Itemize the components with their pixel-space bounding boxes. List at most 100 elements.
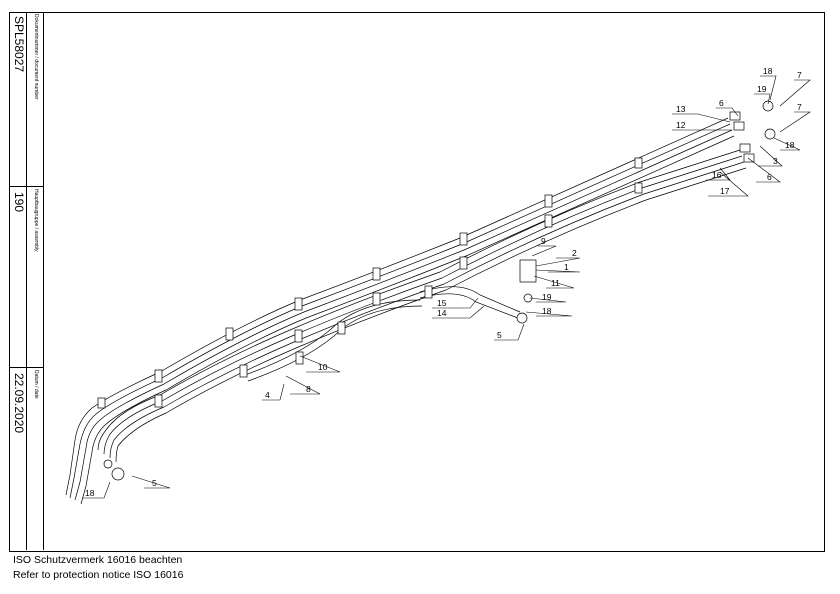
hose-line	[80, 135, 735, 505]
leader-line	[747, 157, 781, 183]
clamp	[544, 214, 553, 228]
leader-line	[531, 245, 557, 257]
leader-line	[779, 111, 811, 133]
hose-line	[69, 123, 731, 499]
clamp	[97, 397, 106, 409]
leader-line	[533, 275, 575, 289]
clamps	[97, 157, 643, 409]
hose-line	[97, 149, 741, 451]
callout-label: 15	[437, 298, 447, 308]
clamp	[634, 157, 643, 169]
fitting	[733, 121, 745, 131]
callout-label: 5	[152, 478, 157, 488]
fitting	[729, 111, 741, 121]
leader-line	[535, 257, 581, 267]
clamp	[239, 364, 248, 378]
leader-line	[779, 79, 811, 107]
fitting	[743, 153, 755, 163]
title-block: Dokumentnummer / document number SPL5802…	[9, 12, 44, 550]
clamp	[295, 351, 304, 365]
clamp	[372, 267, 381, 281]
leader-line	[131, 475, 171, 489]
callout-label: 18	[763, 66, 773, 76]
clamp	[154, 369, 163, 383]
callout-label: 16	[712, 170, 722, 180]
leader-line	[773, 137, 801, 151]
leader-line	[432, 297, 479, 309]
leader-line	[82, 481, 111, 499]
hose-line	[115, 167, 747, 463]
clamp	[372, 292, 381, 306]
callout-label: 5	[497, 330, 502, 340]
leader-line	[708, 171, 749, 197]
leader-line	[535, 269, 581, 273]
hose-line	[74, 129, 733, 501]
callout-label: 6	[767, 172, 772, 182]
leader-line	[754, 93, 771, 105]
hose-line	[109, 161, 745, 459]
hose-line	[103, 155, 743, 455]
leader-line	[432, 305, 485, 319]
leader-line	[285, 375, 321, 395]
callout-label: 10	[318, 362, 328, 372]
callout-label: 8	[306, 384, 311, 394]
fitting	[111, 467, 125, 481]
callout-label: 17	[720, 186, 730, 196]
protection-notice-en: Refer to protection notice ISO 16016	[13, 569, 184, 581]
hose-line	[65, 117, 729, 496]
callout-labels: 18 19 7 6 13 12 7 3 18 6 16 17 9 2 1 11 …	[85, 66, 802, 498]
leader-line	[525, 311, 573, 317]
clamp	[294, 329, 303, 343]
title-block-separator	[9, 186, 43, 187]
callout-label: 18	[785, 140, 795, 150]
drawing-frame	[9, 12, 825, 552]
leader-line	[760, 75, 777, 101]
clamp	[337, 321, 346, 335]
hose-line	[244, 299, 421, 376]
clamp	[634, 182, 643, 194]
callout-label: 6	[719, 98, 724, 108]
callout-label: 2	[572, 248, 577, 258]
hose-line	[419, 293, 519, 319]
hose-lines	[65, 117, 747, 505]
callout-label: 9	[541, 236, 546, 246]
callout-label: 3	[773, 156, 778, 166]
leader-line	[262, 383, 285, 401]
callout-label: 12	[676, 120, 686, 130]
clamp	[459, 232, 468, 246]
fitting	[103, 459, 113, 469]
clamp	[544, 194, 553, 208]
leader-line	[529, 297, 567, 303]
callout-label: 11	[551, 278, 560, 288]
callout-label: 18	[85, 488, 95, 498]
title-block-separator	[9, 367, 43, 368]
hose-line	[247, 305, 423, 382]
clamp	[294, 297, 303, 311]
title-block-divider	[26, 12, 27, 550]
clamp	[459, 256, 468, 270]
valve-block	[519, 259, 537, 283]
fittings	[103, 100, 776, 481]
callout-label: 4	[265, 390, 270, 400]
leader-line	[716, 107, 739, 117]
leader-line	[758, 145, 783, 167]
callout-label: 1	[564, 262, 569, 272]
fitting	[739, 143, 751, 153]
callout-label: 13	[676, 104, 686, 114]
fitting	[516, 312, 528, 324]
callout-label: 7	[797, 70, 802, 80]
clamp	[424, 285, 433, 299]
leader-lines	[82, 75, 811, 499]
protection-notice-de: ISO Schutzvermerk 16016 beachten	[13, 554, 183, 566]
callout-label: 14	[437, 308, 447, 318]
leader-line	[299, 355, 341, 373]
callout-label: 7	[797, 102, 802, 112]
fitting	[762, 100, 774, 112]
leader-line	[672, 113, 731, 123]
fitting	[764, 128, 776, 140]
leader-line	[706, 167, 731, 181]
callout-label: 19	[757, 84, 767, 94]
callout-label: 18	[542, 306, 552, 316]
callout-label: 19	[542, 292, 552, 302]
